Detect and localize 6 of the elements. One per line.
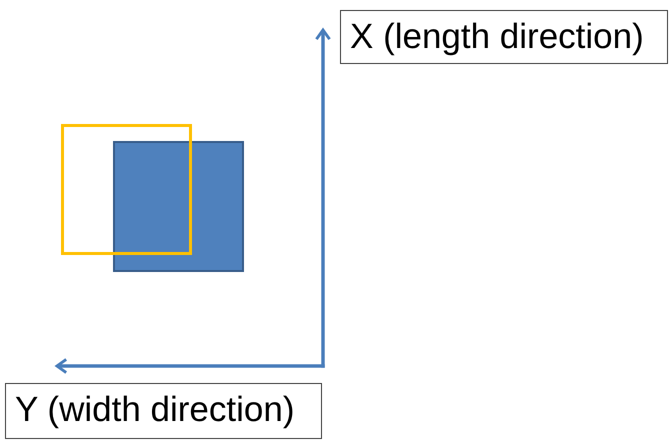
filled-square xyxy=(113,141,244,272)
axis-label: X (length direction) xyxy=(350,17,644,57)
axis-label: Y (width direction) xyxy=(15,390,294,430)
label-box xyxy=(5,383,322,439)
outline-square xyxy=(61,124,192,255)
label-box xyxy=(340,10,668,64)
